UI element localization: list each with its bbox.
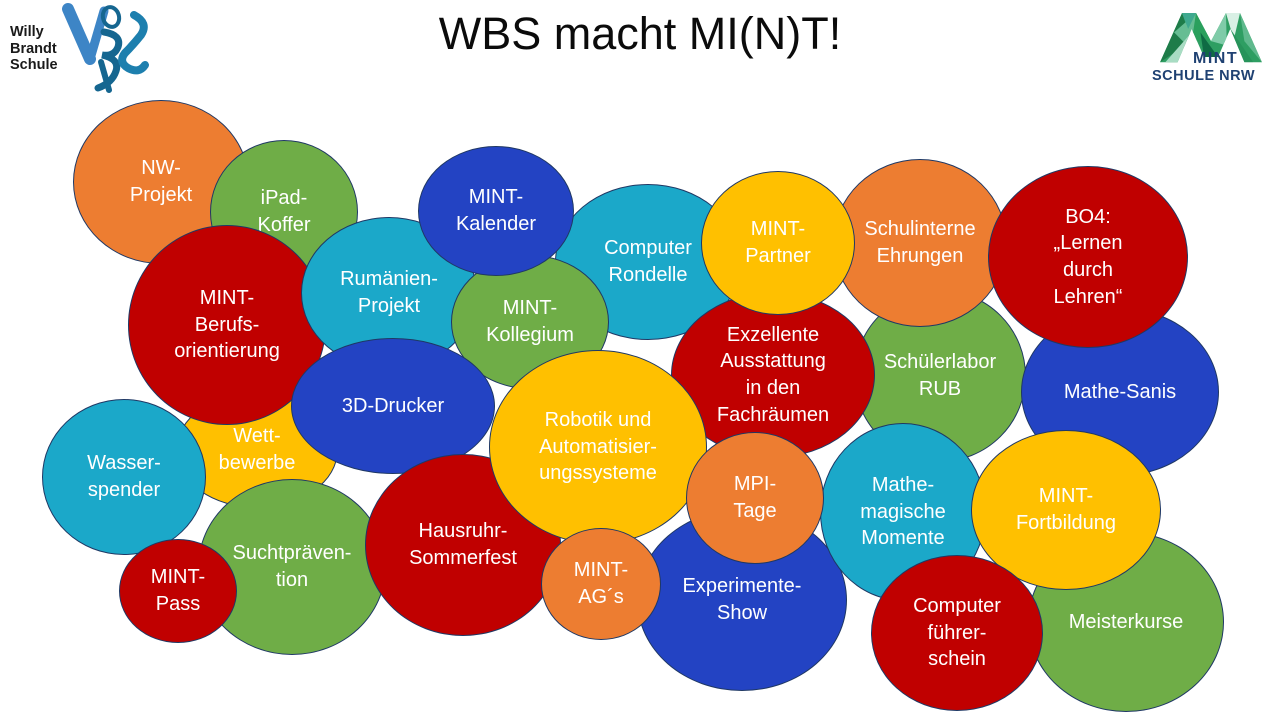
mint-logo-word-schule-nrw: SCHULE NRW: [1152, 68, 1256, 84]
bubble-label: NW- Projekt: [129, 157, 193, 206]
bubble-label: iPad- Koffer: [257, 187, 311, 236]
bubble-3d-drucker: 3D-Drucker: [291, 338, 495, 474]
bubble-label: BO4: „Lernen durch Lehren“: [1053, 205, 1123, 308]
wbs-logo-line3: Schule: [10, 57, 58, 73]
bubble-wasserspender: Wasser- spender: [42, 399, 206, 555]
bubble-label: MINT- Partner: [745, 218, 811, 267]
bubble-label: MINT- Kalender: [455, 186, 537, 235]
bubble-label: Rumänien- Projekt: [340, 268, 438, 317]
bubble-label: Schulinterne Ehrungen: [864, 218, 976, 267]
bubble-label: Wett- bewerbe: [218, 425, 296, 474]
bubble-label: Meisterkurse: [1068, 610, 1184, 633]
bubble-mpi-tage: MPI- Tage: [686, 432, 824, 564]
wbs-school-logo: Willy Brandt Schule: [6, 2, 176, 98]
mint-schule-nrw-logo: MINT SCHULE NRW: [1146, 4, 1276, 96]
bubble-robotik-automatisierungssysteme: Robotik und Automatisier- ungssysteme: [489, 350, 707, 544]
wbs-logo-line1: Willy: [10, 24, 44, 40]
bubble-mint-pass: MINT- Pass: [119, 539, 237, 643]
bubble-label: MINT- Pass: [150, 566, 206, 615]
bubble-label: MPI- Tage: [733, 473, 777, 522]
bubble-mint-fortbildung: MINT- Fortbildung: [971, 430, 1161, 590]
bubble-mint-ags: MINT- AG´s: [541, 528, 661, 640]
bubble-label: Experimente- Show: [682, 575, 802, 624]
bubble-label: Wasser- spender: [87, 452, 161, 501]
bubble-label: Suchtpräven- tion: [232, 542, 352, 591]
bubble-label: Robotik und Automatisier- ungssysteme: [539, 409, 657, 485]
bubble-computer-fuehrerschein: Computer führer- schein: [871, 555, 1043, 711]
mint-m-mosaic-icon: [1160, 13, 1262, 63]
wbs-logo-line2: Brandt: [10, 40, 57, 57]
bubble-label: Hausruhr- Sommerfest: [409, 520, 517, 569]
bubble-label: MINT- AG´s: [573, 559, 629, 608]
bubble-mint-partner: MINT- Partner: [701, 171, 855, 315]
bubble-label: MINT- Fortbildung: [1015, 485, 1117, 534]
bubble-label: MINT- Berufs- orientierung: [174, 287, 280, 363]
wbs-logo-text: Willy Brandt Schule: [10, 24, 58, 74]
bubble-label: Computer führer- schein: [913, 595, 1001, 671]
bubble-label: 3D-Drucker: [341, 394, 445, 417]
mint-logo-word-mint: MINT: [1193, 50, 1239, 67]
slide-title: WBS macht MI(N)T!: [438, 8, 842, 59]
bubble-label: Schülerlabor RUB: [883, 351, 997, 400]
bubble-label: Computer Rondelle: [604, 237, 692, 286]
bubble-bo4-lernen-durch-lehren: BO4: „Lernen durch Lehren“: [988, 166, 1188, 348]
bubble-label: MINT- Kollegium: [486, 297, 574, 346]
bubble-label: Exzellente Ausstattung in den Fachräumen: [716, 323, 830, 426]
bubble-label: Mathe-Sanis: [1063, 380, 1177, 403]
bubble-schulinterne-ehrungen: Schulinterne Ehrungen: [833, 159, 1007, 327]
bubble-label: Mathe- magische Momente: [860, 474, 946, 550]
bubble-mint-kalender: MINT- Kalender: [418, 146, 574, 276]
wbs-figure-icon: [62, 3, 149, 93]
